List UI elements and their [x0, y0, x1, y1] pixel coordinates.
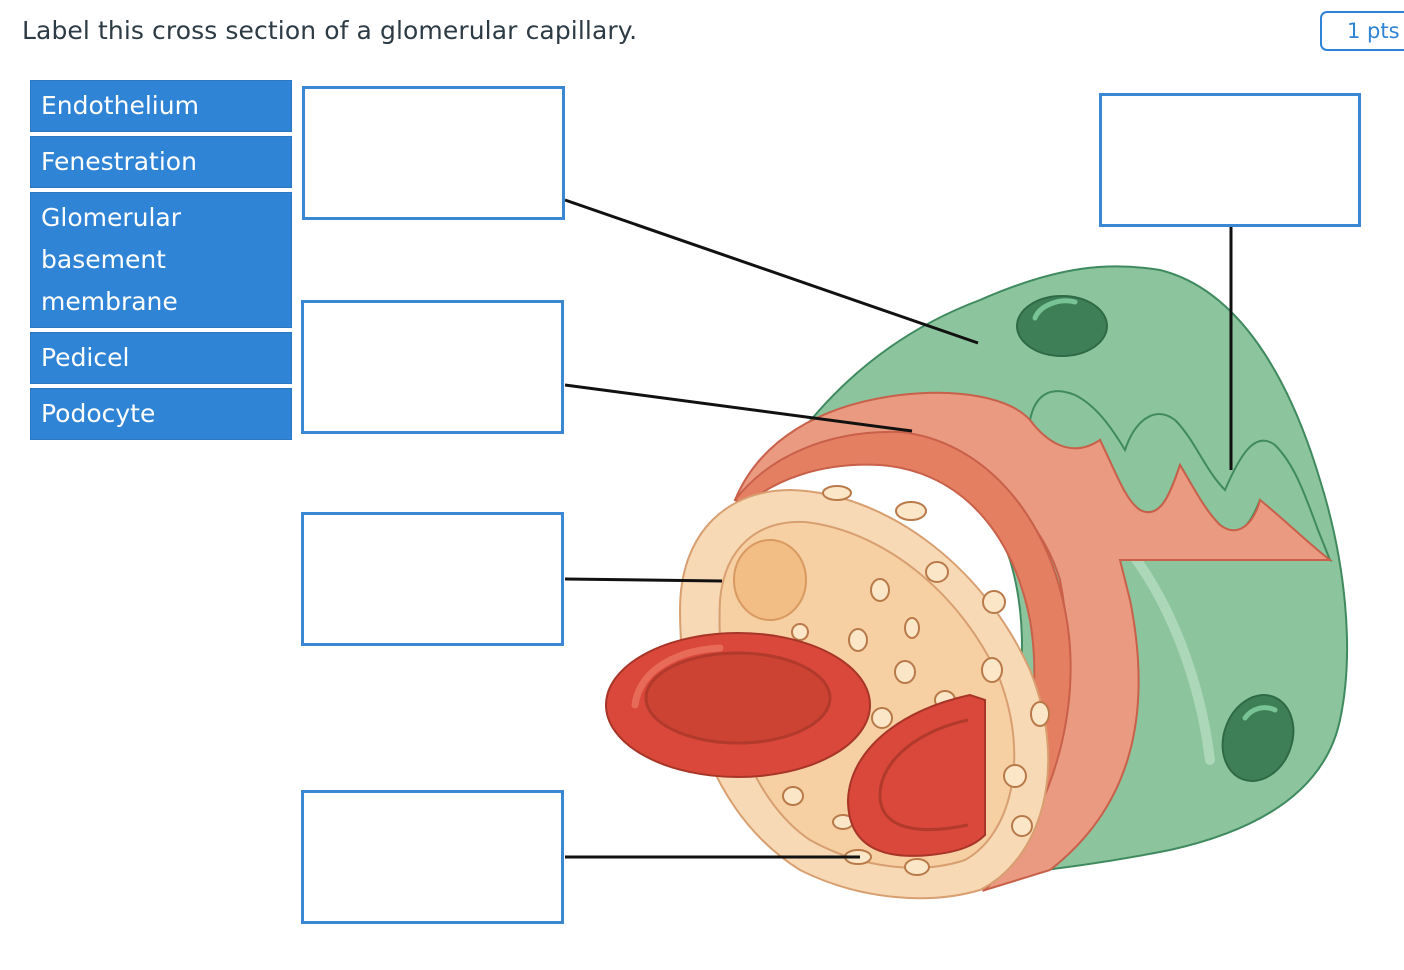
podocyte-nucleus — [1016, 295, 1108, 357]
red-blood-cell — [605, 632, 871, 778]
podocyte-layer — [792, 265, 1349, 877]
endothelium-ring — [678, 488, 1050, 900]
red-blood-cell — [846, 693, 986, 857]
points-badge: 1 pts — [1320, 11, 1404, 51]
endothelial-nucleus — [733, 539, 807, 621]
drag-label-podocyte[interactable]: Podocyte — [30, 388, 292, 440]
question-text: Label this cross section of a glomerular… — [22, 16, 638, 45]
label-bank: Endothelium Fenestration Glomerular base… — [30, 80, 292, 444]
drag-label-glomerular-basement-membrane[interactable]: Glomerular basement membrane — [30, 192, 292, 328]
podocyte-nucleus — [1221, 694, 1295, 782]
drag-label-fenestration[interactable]: Fenestration — [30, 136, 292, 188]
pedicel-processes — [1028, 390, 1332, 563]
drag-label-pedicel[interactable]: Pedicel — [30, 332, 292, 384]
glomerular-basement-membrane — [734, 391, 1333, 892]
drop-target-1[interactable] — [302, 86, 565, 220]
drop-target-2[interactable] — [301, 300, 564, 434]
leader-line-1 — [564, 198, 979, 345]
drop-target-4[interactable] — [301, 790, 564, 924]
drop-target-3[interactable] — [301, 512, 564, 646]
drag-label-endothelium[interactable]: Endothelium — [30, 80, 292, 132]
leader-line-2 — [564, 383, 913, 433]
drop-target-5[interactable] — [1099, 93, 1361, 227]
fenestrations — [782, 485, 1050, 876]
capillary-lumen — [718, 520, 1016, 869]
leader-line-3 — [564, 577, 723, 583]
